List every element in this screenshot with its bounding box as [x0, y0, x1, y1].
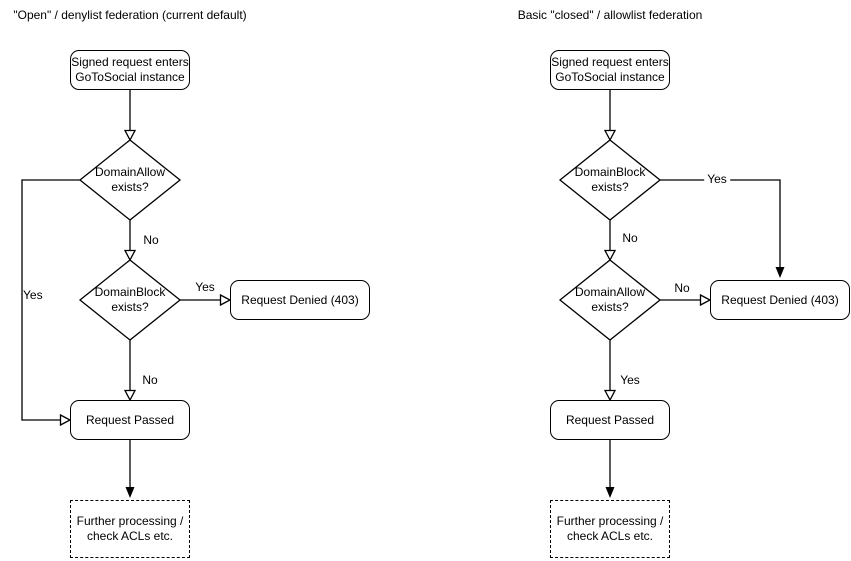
right-decision2-label: DomainAllow exists?	[574, 285, 646, 314]
right-chart-title: Basic "closed" / allowlist federation	[517, 8, 703, 22]
left-arrowhead-into-denied	[219, 293, 232, 307]
left-decision1-label: DomainAllow exists?	[94, 165, 166, 194]
right-arrowhead-into-further	[605, 487, 615, 498]
right-passed-node: Request Passed	[550, 400, 670, 440]
right-decision1-diamond	[558, 139, 662, 221]
right-further-node: Further processing / check ACLs etc.	[550, 500, 670, 558]
left-edge-label-no-1: No	[143, 233, 159, 247]
right-edge-label-no-2: No	[674, 281, 690, 295]
right-edge-label-yes-2: Yes	[620, 373, 640, 387]
left-arrowhead-yes-into-passed	[59, 413, 72, 427]
left-decision2-diamond	[78, 259, 182, 341]
left-edge-label-no-2: No	[142, 373, 158, 387]
left-arrowhead-into-decision2	[123, 249, 137, 262]
left-arrowhead-into-decision1	[123, 129, 137, 142]
right-arrowhead-no-into-denied	[699, 293, 712, 307]
left-arrowhead-no-into-passed	[123, 389, 137, 402]
left-arrowhead-into-further	[125, 487, 135, 498]
left-edge-label-yes-2: Yes	[195, 280, 215, 294]
left-decision1-diamond	[78, 139, 182, 221]
right-edge-label-yes-1: Yes	[704, 173, 730, 185]
right-arrowhead-into-decision2	[603, 249, 617, 262]
right-edge-label-no-1: No	[622, 231, 638, 245]
right-arrowhead-yes-into-denied	[775, 267, 785, 278]
left-chart-title: "Open" / denylist federation (current de…	[13, 8, 247, 22]
left-denied-node: Request Denied (403)	[230, 280, 370, 320]
right-decision2-diamond	[558, 259, 662, 341]
left-edge-label-yes-branch: Yes	[23, 288, 43, 302]
right-denied-node: Request Denied (403)	[710, 280, 850, 320]
left-start-node: Signed request enters GoToSocial instanc…	[70, 50, 190, 90]
right-edge-decision1-denied-yes	[660, 179, 781, 267]
left-decision2-label: DomainBlock exists?	[94, 285, 166, 314]
right-arrowhead-into-decision1	[603, 129, 617, 142]
left-further-node: Further processing / check ACLs etc.	[70, 500, 190, 558]
left-passed-node: Request Passed	[70, 400, 190, 440]
left-edge-decision1-passed-yes	[21, 179, 80, 421]
right-start-node: Signed request enters GoToSocial instanc…	[550, 50, 670, 90]
right-arrowhead-yes-into-passed	[603, 389, 617, 402]
right-decision1-label: DomainBlock exists?	[574, 165, 646, 194]
